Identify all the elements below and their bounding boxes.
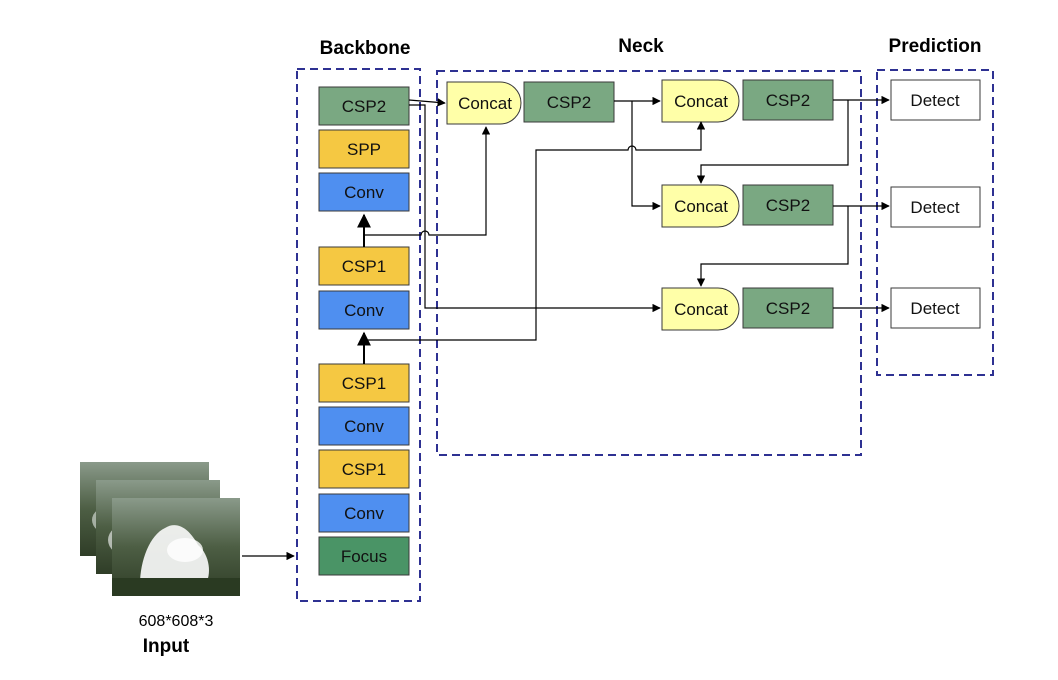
- backbone-csp1-label-3: CSP1: [342, 460, 386, 479]
- backbone-csp1-block-3: [318, 449, 410, 489]
- neck-csp2-1-label: CSP2: [547, 93, 591, 112]
- backbone-spp-block: [318, 129, 410, 169]
- neck-blocks: Concat CSP2 Concat CSP2 Concat CSP2 Conc…: [446, 79, 834, 331]
- backbone-conv-block-2: [318, 290, 410, 330]
- detect-label-3: Detect: [910, 299, 959, 318]
- backbone-blocks: CSP2 SPP Conv CSP1 Conv CSP1 Conv CSP1 C…: [318, 86, 410, 576]
- neck-csp2-4-label: CSP2: [766, 299, 810, 318]
- detect-block-1: [890, 79, 981, 121]
- neck-concat-4: [661, 287, 740, 331]
- input-image-stack: [80, 462, 240, 596]
- input-image-front: [112, 498, 240, 596]
- backbone-csp1-block-1: [318, 246, 410, 286]
- connection-wires: [364, 95, 890, 341]
- backbone-csp2-block: [318, 86, 410, 126]
- neck-concat-4-label: Concat: [674, 300, 728, 319]
- backbone-focus-block: [318, 536, 410, 576]
- detect-label-1: Detect: [910, 91, 959, 110]
- neck-title: Neck: [618, 36, 664, 57]
- wire-csp2-3-to-concat4: [696, 206, 849, 287]
- wire-conv-to-concat2: [364, 121, 706, 341]
- neck-concat-1-label: Concat: [458, 94, 512, 113]
- wire-conv-to-concat1: [364, 126, 491, 236]
- backbone-conv-block-4: [318, 493, 410, 533]
- backbone-csp1-label-1: CSP1: [342, 257, 386, 276]
- wire-csp2-to-concat4: [409, 104, 661, 313]
- neck-csp2-3-label: CSP2: [766, 196, 810, 215]
- backbone-conv-block-1: [318, 172, 410, 212]
- neck-concat-3-label: Concat: [674, 197, 728, 216]
- wire-csp2-to-concat1: [408, 98, 446, 107]
- backbone-group: [296, 68, 421, 602]
- prediction-group: [876, 69, 994, 376]
- backbone-csp2-label: CSP2: [342, 97, 386, 116]
- backbone-csp1-block-2: [318, 363, 410, 403]
- input-size-label: 608*608*3: [139, 613, 214, 630]
- wire-csp2-2-to-concat3: [696, 100, 849, 184]
- backbone-spp-label: SPP: [347, 140, 381, 159]
- prediction-title: Prediction: [889, 36, 982, 57]
- backbone-csp1-label-2: CSP1: [342, 374, 386, 393]
- neck-concat-3: [661, 184, 740, 228]
- detect-label-2: Detect: [910, 198, 959, 217]
- wire-neckcsp1-to-concat3: [631, 101, 661, 211]
- backbone-conv-label-4: Conv: [344, 504, 384, 523]
- neck-csp2-2-label: CSP2: [766, 91, 810, 110]
- input-label: Input: [143, 636, 190, 657]
- neck-concat-2: [661, 79, 740, 123]
- neck-csp2-1: [523, 81, 615, 123]
- prediction-blocks: Detect Detect Detect: [890, 79, 981, 329]
- neck-group: [436, 70, 862, 456]
- neck-csp2-4: [742, 287, 834, 329]
- neck-concat-1: [446, 81, 522, 125]
- neck-concat-2-label: Concat: [674, 92, 728, 111]
- neck-csp2-2: [742, 79, 834, 121]
- backbone-conv-block-3: [318, 406, 410, 446]
- backbone-title: Backbone: [320, 38, 411, 59]
- backbone-conv-label-2: Conv: [344, 301, 384, 320]
- detect-block-3: [890, 287, 981, 329]
- backbone-conv-label-3: Conv: [344, 417, 384, 436]
- backbone-conv-label-1: Conv: [344, 183, 384, 202]
- detect-block-2: [890, 186, 981, 228]
- backbone-focus-label: Focus: [341, 547, 387, 566]
- neck-csp2-3: [742, 184, 834, 226]
